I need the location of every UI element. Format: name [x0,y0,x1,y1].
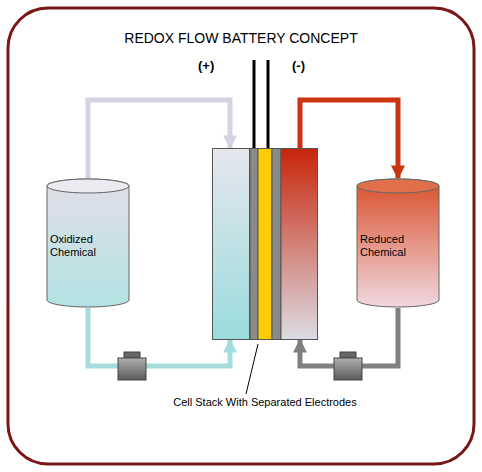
leader-line [246,344,258,394]
stack-caption: Cell Stack With Separated Electrodes [152,396,378,409]
pipe [88,100,230,178]
tank-label: Reduced Chemical [360,233,436,259]
positive-terminal [253,60,256,150]
cell-stack: Cell Stack With Separated Electrodes [212,148,318,340]
pipe [88,308,230,366]
tank-label: Oxidized Chemical [50,233,126,259]
stack-drawing [212,148,318,340]
title: REDOX FLOW BATTERY CONCEPT [0,30,482,46]
pump [334,352,362,380]
tank: Oxidized Chemical [46,178,130,308]
negative-terminal [267,60,270,150]
pump [118,352,146,380]
terminal-label: (+) [198,58,214,73]
tank: Reduced Chemical [356,178,440,308]
outer-frame [8,8,474,464]
terminal-label: (-) [292,58,305,73]
